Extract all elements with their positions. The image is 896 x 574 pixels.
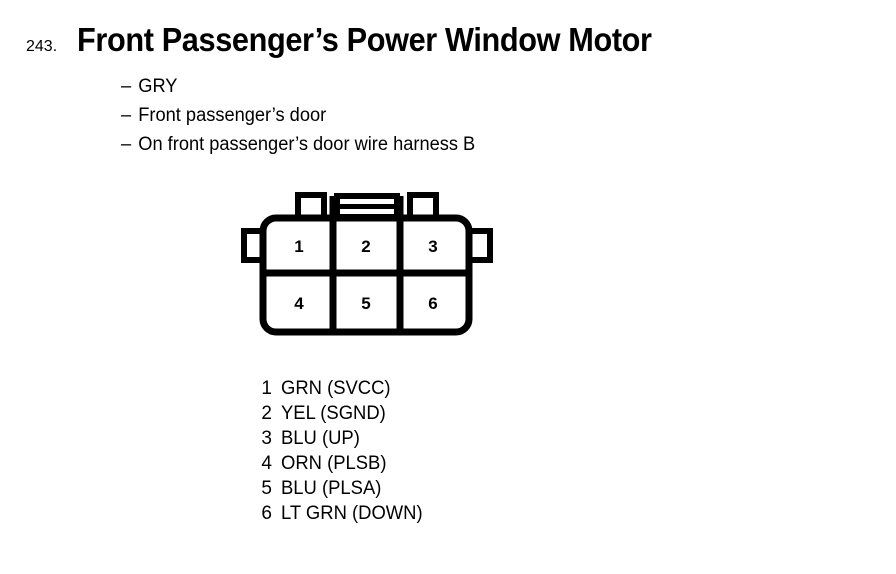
connector-diagram: 1 2 3 4 5 6 [238, 190, 498, 340]
spec-item-0: – GRY [121, 72, 793, 101]
right-side-tab-icon [468, 228, 493, 263]
legend-pin-number: 4 [261, 453, 272, 474]
legend-row: 3 BLU (UP) [252, 426, 427, 451]
latch-slot-lower-icon [340, 209, 394, 214]
legend-pin-label: LT GRN (DOWN) [281, 503, 423, 524]
left-side-tab-icon [241, 228, 266, 263]
legend-row: 6 LT GRN (DOWN) [252, 501, 427, 526]
spec-item-2: – On front passenger’s door wire harness… [121, 130, 793, 159]
spec-label: Front passenger’s door [138, 105, 327, 126]
legend-row: 5 BLU (PLSA) [252, 476, 427, 501]
spec-list: – GRY – Front passenger’s door – On fron… [121, 72, 821, 159]
legend-pin-label: GRN (SVCC) [281, 378, 391, 399]
title-text: Front Passenger’s Power Window Motor [77, 21, 652, 58]
legend-row: 1 GRN (SVCC) [252, 376, 427, 401]
dash-marker: – [121, 134, 132, 155]
legend-row: 4 ORN (PLSB) [252, 451, 427, 476]
connector-svg: 1 2 3 4 5 6 [241, 192, 493, 336]
latch-slot-upper-icon [340, 199, 394, 204]
pin-legend: 1 GRN (SVCC) 2 YEL (SGND) 3 BLU (UP) 4 O… [252, 376, 427, 526]
pin-number-5: 5 [361, 294, 370, 313]
spec-label: GRY [138, 76, 178, 97]
legend-pin-label: BLU (UP) [281, 428, 360, 449]
legend-pin-number: 3 [261, 428, 272, 449]
legend-row: 2 YEL (SGND) [252, 401, 427, 426]
spec-item-1: – Front passenger’s door [121, 101, 793, 130]
pin-number-6: 6 [428, 294, 437, 313]
page-title: 243. Front Passenger’s Power Window Moto… [26, 21, 695, 59]
legend-pin-number: 2 [261, 403, 272, 424]
legend-pin-number: 1 [261, 378, 272, 399]
legend-pin-label: YEL (SGND) [281, 403, 386, 424]
pin-number-4: 4 [294, 294, 304, 313]
pin-number-2: 2 [361, 237, 370, 256]
legend-pin-label: BLU (PLSA) [281, 478, 382, 499]
item-number: 243. [26, 38, 58, 55]
pin-number-3: 3 [428, 237, 437, 256]
dash-marker: – [121, 105, 132, 126]
legend-pin-number: 5 [261, 478, 272, 499]
dash-marker: – [121, 76, 132, 97]
spec-label: On front passenger’s door wire harness B [138, 134, 476, 155]
pin-number-1: 1 [294, 237, 303, 256]
legend-pin-label: ORN (PLSB) [281, 453, 387, 474]
legend-pin-number: 6 [261, 503, 272, 524]
